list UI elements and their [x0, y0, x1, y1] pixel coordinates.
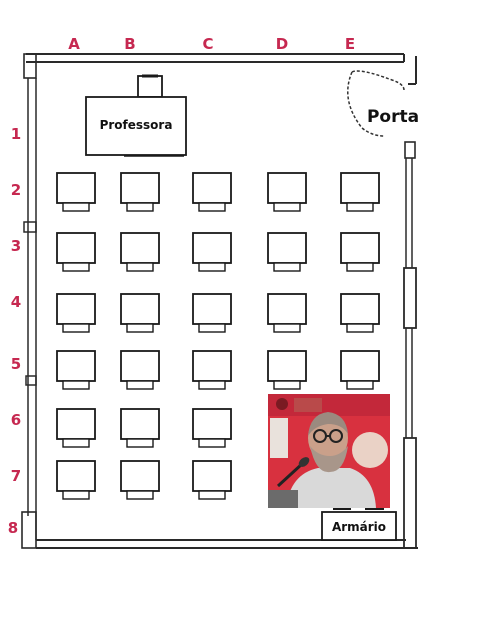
row-label-1: 1 [11, 125, 21, 143]
row-label-4: 4 [11, 293, 21, 311]
student-desk-b7 [120, 460, 160, 500]
student-desk-c4 [192, 293, 232, 333]
speaker-illustration [268, 394, 390, 508]
student-desk-d5 [267, 350, 307, 390]
row-label-7: 7 [11, 467, 21, 485]
speaker-photo [268, 394, 390, 508]
student-desk-a4 [56, 293, 96, 333]
door-label: Porta [367, 107, 419, 127]
column-label-d: D [276, 35, 288, 53]
row-label-5: 5 [11, 355, 21, 373]
student-desk-c7 [192, 460, 232, 500]
row-label-6: 6 [11, 411, 21, 429]
row-label-8: 8 [8, 519, 18, 537]
student-desk-b5 [120, 350, 160, 390]
row-label-2: 2 [11, 181, 21, 199]
column-label-a: A [68, 35, 80, 53]
student-desk-c2 [192, 172, 232, 212]
student-desk-b2 [120, 172, 160, 212]
teacher-desk [85, 74, 187, 157]
student-desk-e2 [340, 172, 380, 212]
student-desk-b3 [120, 232, 160, 272]
cabinet [321, 508, 397, 541]
teacher-desk-label: Professora [100, 118, 173, 132]
student-desk-a2 [56, 172, 96, 212]
cabinet-label: Armário [332, 520, 386, 534]
student-desk-d2 [267, 172, 307, 212]
student-desk-a3 [56, 232, 96, 272]
column-label-b: B [124, 35, 135, 53]
student-desk-d3 [267, 232, 307, 272]
student-desk-c6 [192, 408, 232, 448]
student-desks [56, 172, 380, 500]
column-label-e: E [345, 35, 355, 53]
student-desk-e3 [340, 232, 380, 272]
student-desk-b6 [120, 408, 160, 448]
student-desk-c3 [192, 232, 232, 272]
student-desk-a7 [56, 460, 96, 500]
student-desk-e5 [340, 350, 380, 390]
student-desk-d4 [267, 293, 307, 333]
student-desk-e4 [340, 293, 380, 333]
row-label-3: 3 [11, 237, 21, 255]
student-desk-c5 [192, 350, 232, 390]
student-desk-a5 [56, 350, 96, 390]
student-desk-b4 [120, 293, 160, 333]
door-swing [347, 70, 405, 137]
student-desk-a6 [56, 408, 96, 448]
column-label-c: C [202, 35, 213, 53]
